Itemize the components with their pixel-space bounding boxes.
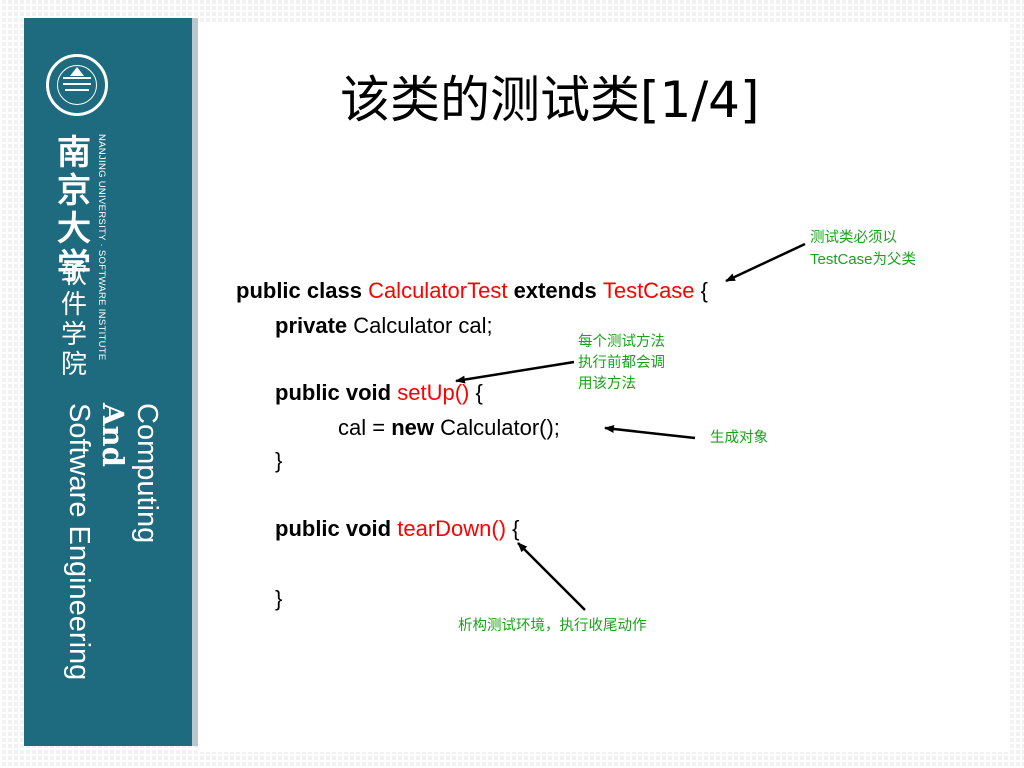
code-line-new: cal = new Calculator(); [338,415,560,441]
annotation-text: 用该方法 [578,376,636,392]
arrow-testcase [725,242,806,283]
annotation-text: 为父类 [872,252,917,268]
annotation-testcase: 测试类必须以 TestCase为父类 [810,228,916,271]
vertical-line-and: And [96,403,130,467]
code-keyword: public class [236,278,369,303]
department-name-cn: 软件学院 [60,260,87,380]
code-line-field: private Calculator cal; [275,313,493,339]
arrow-teardown [517,542,586,611]
code-line-close-setup: } [275,448,283,473]
annotation-teardown: 析构测试环境，执行收尾动作 [458,618,647,634]
code-text: { [469,380,483,405]
code-line-teardown: public void tearDown() { [275,516,520,542]
annotation-text: 每个测试方法 [578,334,665,350]
annotation-setup: 每个测试方法 执行前都会调 用该方法 [578,332,665,395]
code-class-name: CalculatorTest [368,278,508,303]
arrow-setup [455,360,575,384]
code-line-setup: public void setUp() { [275,380,483,406]
code-text: cal = [338,415,392,440]
code-method-teardown: tearDown() [397,516,507,541]
code-line-close-teardown: } [275,586,283,611]
code-parent-class: TestCase [602,278,695,303]
sidebar-edge [192,18,198,746]
code-text: { [506,516,520,541]
code-keyword: public void [275,516,398,541]
slide-title: 该类的测试类[1/4] [340,71,760,129]
university-name-cn: 南京大学 [57,133,91,287]
code-method-setup: setUp() [397,380,470,405]
code-keyword: extends [507,278,603,303]
vertical-line-computing: Computing [131,403,163,544]
code-text: Calculator cal; [347,313,493,338]
arrow-create-object [604,425,696,440]
code-text: { [694,278,709,303]
code-text: Calculator(); [434,415,560,440]
university-logo-icon [46,54,108,116]
annotation-text: 测试类必须以 [810,230,897,246]
code-keyword: new [391,415,434,440]
content-panel [200,22,1008,752]
university-name-en: NANJING UNIVERSITY · SOFTWARE INSTITUTE [96,134,107,361]
annotation-text-en: TestCase [810,251,873,268]
sidebar: 南京大学 NANJING UNIVERSITY · SOFTWARE INSTI… [24,18,192,746]
code-keyword: public void [275,380,398,405]
annotation-create-object: 生成对象 [710,430,768,446]
code-line-class-decl: public class CalculatorTest extends Test… [236,278,708,304]
vertical-line-software-engineering: Software Engineering [63,403,95,681]
annotation-text: 执行前都会调 [578,355,665,371]
code-keyword: private [275,313,348,338]
